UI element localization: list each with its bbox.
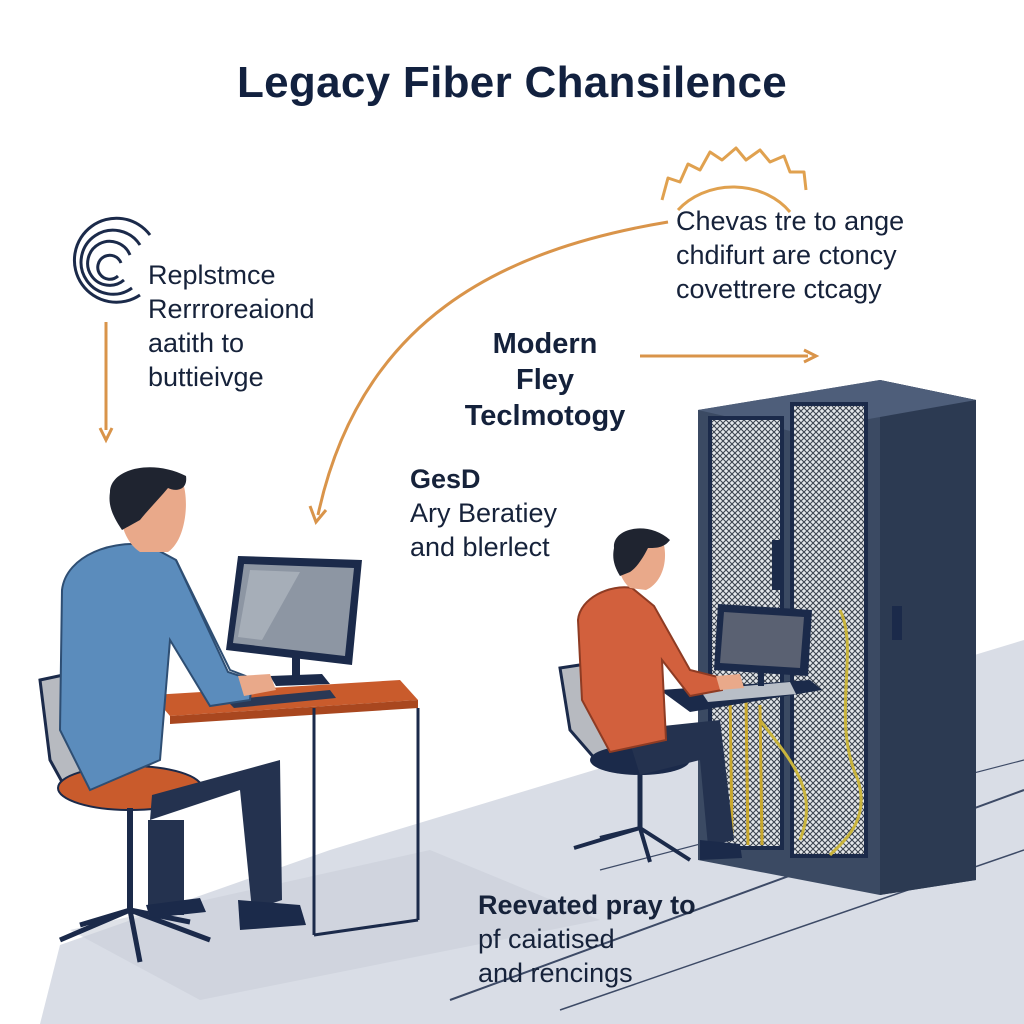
- gear-icon: [660, 146, 808, 213]
- right-note-line: Chevas tre to ange: [676, 206, 905, 236]
- page-title: Legacy Fiber Chansilence: [236, 58, 788, 107]
- legacy-monitor: [226, 556, 362, 708]
- left-note-line: buttieivge: [148, 362, 264, 392]
- modern-heading-line: Fley: [515, 364, 575, 396]
- modern-heading-line: Modern: [492, 328, 598, 360]
- bottom-note: Reevated pray to pf caiatised and rencin…: [478, 888, 696, 990]
- floor-shadow: [70, 850, 600, 1000]
- mid-note-heading: GesD: [410, 464, 481, 494]
- bottom-note-line: and rencings: [478, 958, 633, 988]
- mid-note: GesD Ary Beratiey and blerlect: [410, 462, 557, 564]
- left-note: Replstmce Rerrroreaiond aatith to buttie…: [148, 258, 315, 394]
- left-note-line: Replstmce: [148, 260, 276, 290]
- arrow-left-down: [98, 322, 114, 444]
- modern-heading-line: Teclmotogy: [464, 400, 626, 432]
- mid-note-line: Ary Beratiey: [410, 498, 558, 528]
- server-rack: [698, 380, 976, 895]
- right-note-line: chdifurt are ctoncy: [676, 240, 897, 270]
- arrow-right: [640, 348, 820, 364]
- right-note: Chevas tre to ange chdifurt are ctoncy c…: [676, 204, 904, 306]
- right-note-line: covettrere ctcagy: [676, 274, 882, 304]
- modern-operator: [576, 528, 744, 860]
- signal-rings-icon: [72, 216, 152, 304]
- bottom-note-heading: Reevated pray to: [478, 890, 696, 920]
- modern-heading: Modern Fley Teclmotogy: [430, 326, 660, 434]
- bottom-note-line: pf caiatised: [478, 924, 615, 954]
- left-note-line: aatith to: [148, 328, 245, 358]
- mid-note-line: and blerlect: [410, 532, 550, 562]
- arrow-curved: [308, 220, 669, 525]
- left-note-line: Rerrroreaiond: [148, 294, 315, 324]
- legacy-operator: [58, 467, 306, 930]
